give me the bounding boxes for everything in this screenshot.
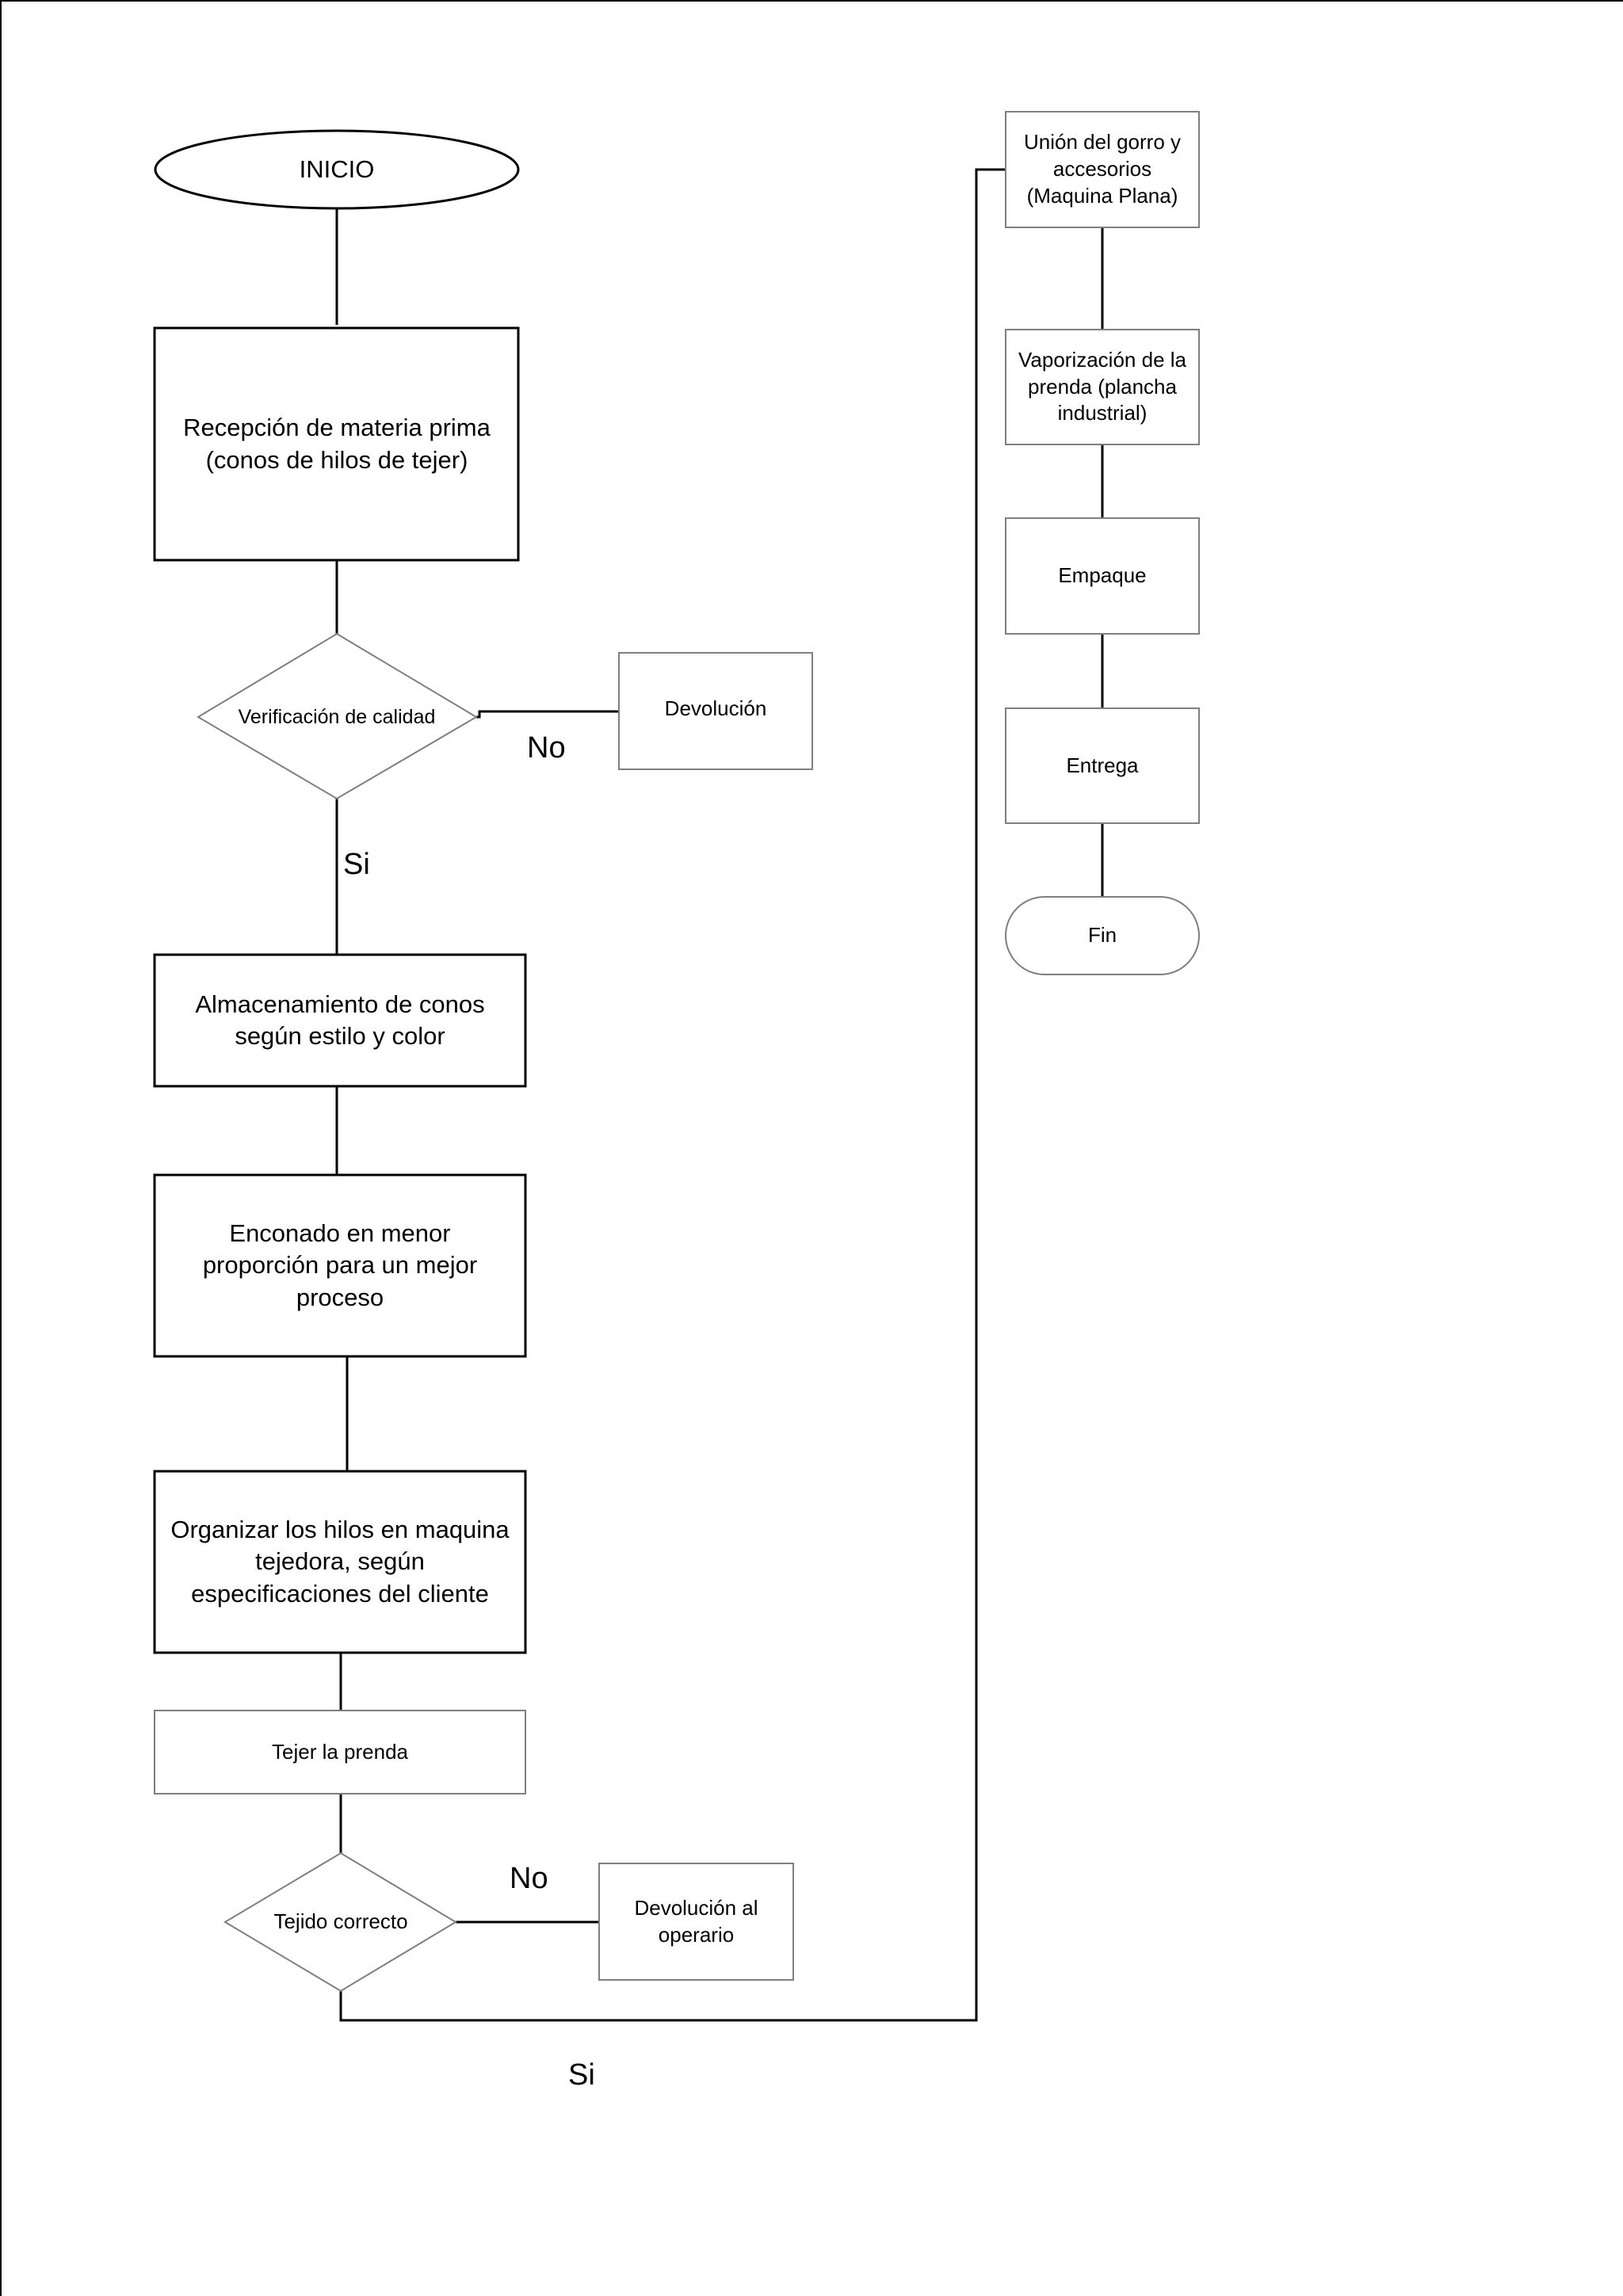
quality-check-decision: Verificación de calidad (230, 681, 444, 753)
end-terminal: Fin (1006, 897, 1199, 974)
return-operator-step: Devolución al operario (615, 1863, 777, 1980)
delivery-label: Entrega (1066, 753, 1139, 777)
quality-check-label: Verificación de calidad (238, 705, 436, 728)
join-step: Unión del gorro y accesorios (Maquina Pl… (1014, 112, 1191, 227)
organize-box-shape (153, 1470, 527, 1654)
return-label: Devolución (664, 696, 767, 720)
shapes (153, 111, 1200, 1993)
connector-check-return (476, 710, 619, 719)
knit-label: Tejer la prenda (272, 1739, 408, 1764)
storage-step: Almacenamiento de conos según estilo y c… (166, 955, 514, 1086)
reception-step: Recepción de materia prima (conos de hil… (174, 328, 499, 560)
pack-label: Empaque (1058, 563, 1147, 588)
connector-knitcheck-join (339, 168, 1006, 2022)
coning-box-shape (153, 1173, 527, 1358)
coning-step: Enconado en menor proporción para un mej… (178, 1175, 502, 1356)
knit-box-shape (154, 1710, 526, 1794)
end-label: Fin (1087, 923, 1117, 948)
storage-box-shape (153, 953, 527, 1088)
steam-box-shape (1005, 329, 1200, 445)
join-box-shape (1005, 111, 1200, 228)
knit-no-label: No (510, 1862, 548, 1895)
knit-yes-label: Si (568, 2058, 595, 2092)
quality-yes-label: Si (343, 848, 370, 881)
steam-label: Vaporización de la prenda (plancha indus… (1018, 347, 1186, 425)
delivery-box-shape (1005, 707, 1200, 824)
knit-check-decision: Tejido correcto (246, 1898, 436, 1946)
pack-step: Empaque (1006, 518, 1199, 634)
return-operator-label: Devolución al operario (634, 1895, 758, 1947)
start-terminal: INICIO (155, 131, 518, 208)
start-terminal-shape (154, 129, 520, 210)
quality-no-label: No (527, 731, 566, 765)
start-label: INICIO (299, 154, 375, 183)
coning-label: Enconado en menor proporción para un mej… (202, 1219, 478, 1311)
pack-box-shape (1005, 517, 1200, 635)
knit-step: Tejer la prenda (155, 1711, 525, 1794)
connectors (335, 168, 1104, 2022)
reception-box-shape (153, 326, 520, 562)
return-step: Devolución (619, 653, 812, 769)
delivery-step: Entrega (1006, 708, 1199, 823)
knit-check-label: Tejido correcto (273, 1909, 408, 1934)
return-box-shape (618, 652, 813, 770)
steam-step: Vaporización de la prenda (plancha indus… (1014, 330, 1191, 444)
join-label: Unión del gorro y accesorios (Maquina Pl… (1024, 130, 1181, 208)
storage-label: Almacenamiento de conos según estilo y c… (195, 990, 485, 1050)
end-terminal-shape (1005, 896, 1200, 975)
reception-label: Recepción de materia prima (conos de hil… (183, 414, 491, 474)
organize-label: Organizar los hilos en maquina tejedora,… (170, 1516, 510, 1608)
quality-check-diamond-shape (197, 632, 478, 800)
knit-check-diamond-shape (223, 1852, 457, 1993)
return-operator-box-shape (598, 1863, 794, 1981)
organize-step: Organizar los hilos en maquina tejedora,… (162, 1471, 517, 1653)
